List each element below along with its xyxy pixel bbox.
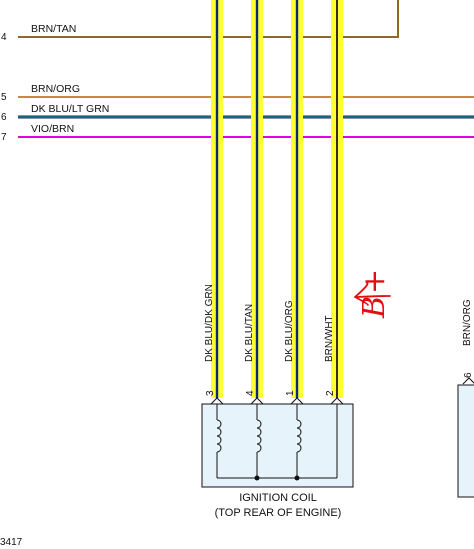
right-wire-label: BRN/ORG <box>462 299 473 346</box>
coil-pin-number-1: 3 <box>205 390 216 396</box>
coil-internal-wiring <box>216 404 338 479</box>
coil-winding-2 <box>256 419 262 453</box>
coil-pin-number-4: 2 <box>325 390 336 396</box>
coil-pin-number-3: 1 <box>285 390 296 396</box>
wire-label-dk-blu-lt-grn: DK BLU/LT GRN <box>31 103 110 115</box>
pin-number-6: 6 <box>1 112 7 123</box>
bplus-annotation: B+ <box>357 266 392 318</box>
right-component-box <box>457 384 474 498</box>
ignition-coil-box <box>201 403 354 488</box>
footer-reference: 3417 <box>0 537 23 548</box>
coil-wire-label-1: DK BLU/DK GRN <box>204 284 215 362</box>
coil-wire-1 <box>211 0 223 398</box>
coil-wire-label-3: DK BLU/ORG <box>284 300 295 362</box>
right-connector-chevron <box>462 377 474 385</box>
coil-winding-3 <box>296 419 302 453</box>
pin-number-5: 5 <box>1 92 7 103</box>
junction-dots <box>254 475 300 481</box>
wire-label-brn-tan: BRN/TAN <box>31 23 77 35</box>
connector-chevrons <box>210 397 344 405</box>
coil-wire-4 <box>331 0 343 398</box>
coil-winding-1 <box>216 419 222 453</box>
wire-label-brn-org: BRN/ORG <box>31 83 81 95</box>
pin-number-4: 4 <box>1 32 7 43</box>
coil-wire-label-2: DK BLU/TAN <box>244 303 255 362</box>
pin-number-7: 7 <box>1 132 7 143</box>
wire-label-vio-brn: VIO/BRN <box>31 123 75 135</box>
coil-wire-3 <box>291 0 303 398</box>
ignition-coil-location: (TOP REAR OF ENGINE) <box>214 507 342 519</box>
right-pin-number: 6 <box>463 372 474 378</box>
arrow-icon <box>354 282 391 306</box>
ignition-coil-title: IGNITION COIL <box>239 492 317 504</box>
wire-brn-tan <box>18 0 399 38</box>
coil-wire-label-4: BRN/WHT <box>324 315 335 362</box>
coil-wire-2 <box>251 0 263 398</box>
coil-pin-number-2: 4 <box>245 390 256 396</box>
